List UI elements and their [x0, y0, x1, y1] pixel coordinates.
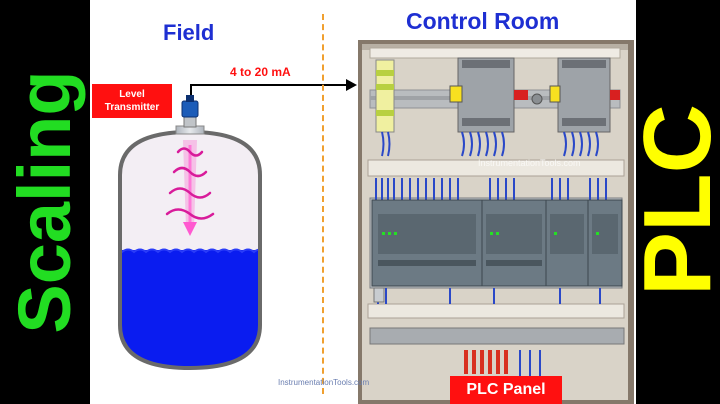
- plc-vertical-label: PLC: [624, 104, 720, 296]
- control-room-title: Control Room: [406, 8, 560, 34]
- field-title: Field: [163, 20, 215, 45]
- tank-icon: [118, 129, 262, 371]
- left-side-band: [0, 0, 90, 404]
- signal-range-label: 4 to 20 mA: [230, 65, 291, 79]
- level-transmitter-label: Level Transmitter: [92, 84, 172, 118]
- radar-wave-icon: [165, 140, 215, 236]
- diagram-slide: Field Control Room Level Transmitter 4 t…: [90, 0, 636, 404]
- diagram-graphics: [118, 40, 634, 404]
- transmitter-icon: [175, 95, 205, 135]
- plc-panel-photo: [358, 40, 634, 404]
- field-control-divider: [322, 14, 324, 394]
- plc-panel-label: PLC Panel: [450, 376, 562, 404]
- bottom-watermark: InstrumentationTools.com: [278, 378, 370, 387]
- arrow-right-icon: [190, 79, 357, 95]
- right-side-band: [636, 0, 720, 404]
- photo-watermark: InstrumentationTools.com: [478, 158, 581, 168]
- level-transmitter-text: Level Transmitter: [104, 89, 160, 113]
- scaling-vertical-label: Scaling: [3, 70, 86, 334]
